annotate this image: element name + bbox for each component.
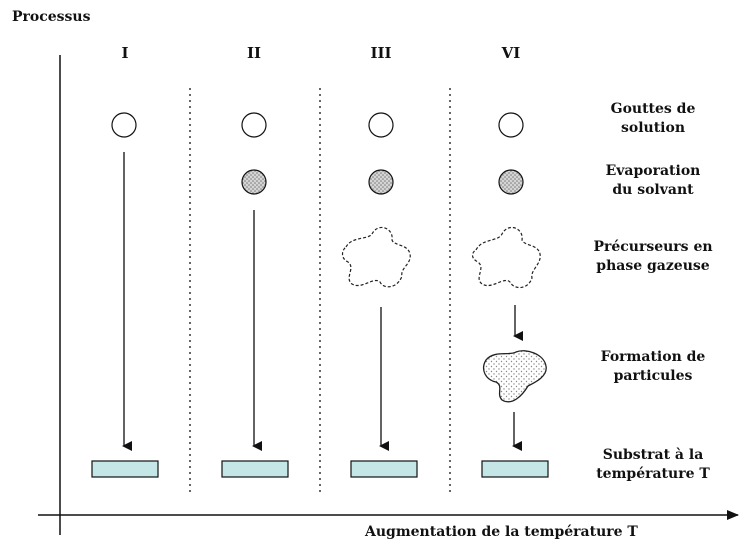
dried-droplet-col2: [241, 169, 267, 195]
step-label-line: Précurseurs en: [593, 239, 713, 255]
substrate-col1: [91, 460, 159, 478]
droplet-col1: [111, 112, 137, 138]
y-axis-label: Processus: [12, 9, 91, 25]
step-label-line: température T: [596, 466, 710, 482]
step-label-gas-precursors: Précurseurs en phase gazeuse: [568, 238, 738, 276]
column-label-2: II: [246, 44, 262, 62]
step-label-substrate: Substrat à la température T: [568, 446, 738, 484]
step-label-line: Gouttes de: [610, 101, 696, 117]
step-label-line: Substrat à la: [602, 447, 704, 463]
step-label-line: Formation de: [600, 349, 706, 365]
step-label-droplets: Gouttes de solution: [568, 100, 738, 138]
gas-precursor-col4: [471, 226, 541, 289]
column-label-1: I: [121, 44, 129, 62]
column-label-4: VI: [501, 44, 521, 62]
substrate-col2: [221, 460, 289, 478]
step-label-particles: Formation de particules: [568, 348, 738, 386]
step-label-evaporation: Evaporation du solvant: [568, 162, 738, 200]
step-label-line: particules: [613, 368, 693, 384]
column-label-3: III: [370, 44, 392, 62]
dried-droplet-col3: [368, 169, 394, 195]
dried-droplet-col4: [498, 169, 524, 195]
step-label-line: solution: [620, 120, 686, 136]
droplet-col3: [368, 112, 394, 138]
step-label-line: du solvant: [612, 182, 694, 198]
gas-precursor-col3: [341, 226, 411, 288]
x-axis-label: Augmentation de la température T: [365, 524, 638, 540]
step-label-line: phase gazeuse: [596, 258, 710, 274]
droplet-col2: [241, 112, 267, 138]
substrate-col3: [350, 460, 418, 478]
substrate-col4: [481, 460, 549, 478]
droplet-col4: [498, 112, 524, 138]
step-label-line: Evaporation: [605, 163, 701, 179]
particle-col4: [482, 350, 547, 403]
